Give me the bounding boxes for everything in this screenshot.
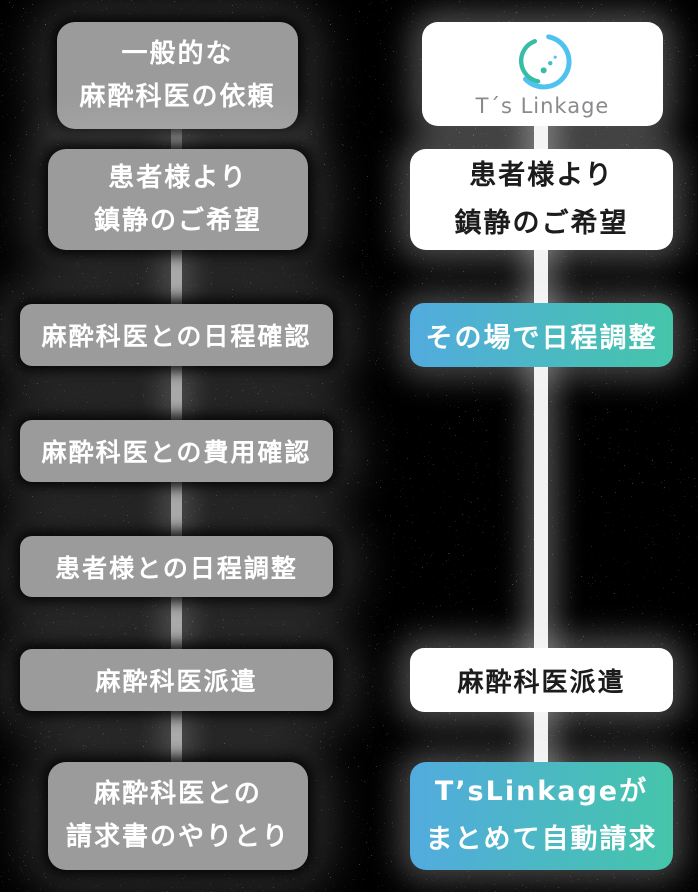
step-label-line: 鎮静のご希望: [93, 205, 262, 236]
brand-text: T´s Linkage: [475, 94, 610, 118]
left-flow-step-cost-check: 麻酔科医との費用確認: [20, 420, 333, 482]
step-label-line: 麻酔科医との: [94, 779, 262, 809]
step-label-line: まとめて自動請求: [425, 824, 658, 855]
right-flow-step-dispatch: 麻酔科医派遣: [410, 648, 673, 712]
step-label-line: 鎮静のご希望: [454, 207, 629, 239]
step-label-line: T’sLinkageが: [434, 776, 649, 807]
step-label: 麻酔科医との費用確認: [41, 438, 312, 467]
left-flow-step-patient-scheduling: 患者様との日程調整: [20, 536, 333, 597]
step-label: 麻酔科医との日程確認: [41, 322, 312, 351]
left-flow-step-request: 一般的な 麻酔科医の依頼: [57, 22, 298, 129]
left-flow-step-schedule-check: 麻酔科医との日程確認: [20, 304, 333, 366]
right-flow-step-auto-billing: T’sLinkageが まとめて自動請求: [410, 762, 673, 870]
ts-linkage-logo: T´s Linkage: [476, 30, 610, 118]
right-flow-step-instant-scheduling: その場で日程調整: [410, 303, 673, 367]
step-label-line: 麻酔科医の依頼: [79, 81, 276, 112]
step-label-line: 請求書のやりとり: [65, 822, 290, 852]
step-label-line: 患者様より: [108, 162, 248, 193]
right-flow-connector-line: [534, 70, 548, 800]
logo-swirl-icon: [519, 34, 572, 90]
step-label-line: 一般的な: [121, 38, 234, 69]
step-label-line: 患者様より: [469, 159, 614, 191]
left-flow-step-invoicing: 麻酔科医との 請求書のやりとり: [48, 762, 308, 870]
step-label: 麻酔科医派遣: [95, 667, 258, 696]
left-flow-step-patient-wish: 患者様より 鎮静のご希望: [48, 149, 308, 250]
left-flow-step-dispatch: 麻酔科医派遣: [20, 649, 333, 711]
ts-linkage-logo-card: T´s Linkage: [422, 22, 663, 126]
right-flow-step-patient-wish: 患者様より 鎮静のご希望: [410, 149, 673, 250]
step-label: その場で日程調整: [425, 322, 658, 354]
step-label: 麻酔科医派遣: [457, 667, 626, 698]
step-label: 患者様との日程調整: [55, 553, 298, 583]
